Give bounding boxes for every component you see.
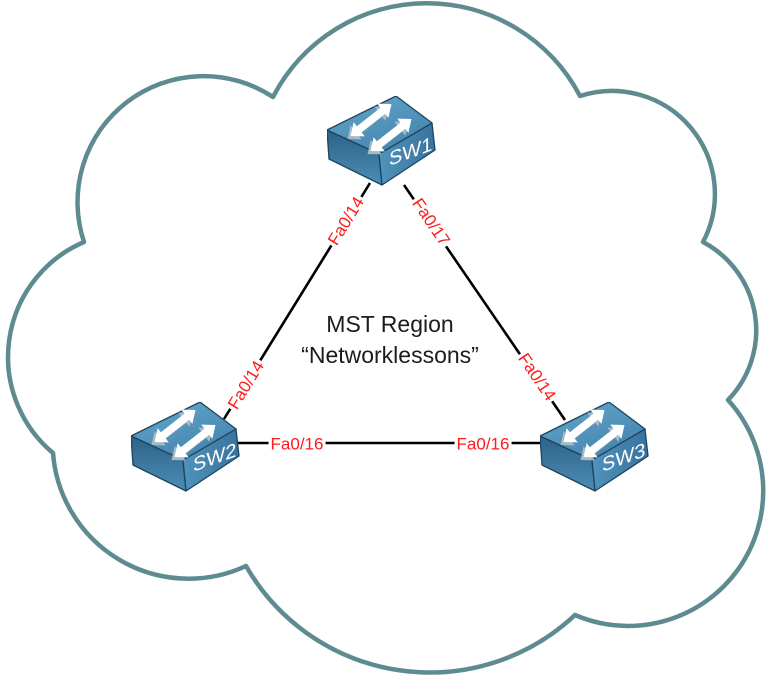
interface-label-sw3-fa0-16: Fa0/16 [454, 434, 512, 454]
cloud-outline [5, 1, 766, 675]
mst-region-label: MST Region “Networklessons” [301, 309, 479, 371]
switch-sw1: SW1 [327, 96, 439, 188]
mst-region-label-line2: “Networklessons” [301, 342, 479, 368]
switch-icon: SW2 [131, 402, 243, 494]
mst-region-label-line1: MST Region [326, 311, 454, 337]
interface-label-sw2-fa0-16: Fa0/16 [268, 434, 326, 454]
switch-icon: SW3 [540, 402, 652, 494]
switch-sw2: SW2 [131, 402, 243, 494]
switch-sw3: SW3 [540, 402, 652, 494]
switch-icon: SW1 [327, 96, 439, 188]
